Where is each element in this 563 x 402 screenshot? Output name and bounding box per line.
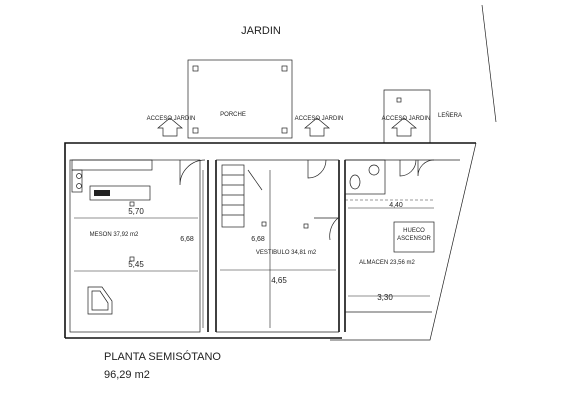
plan-area: 96,29 m2 [104, 369, 150, 381]
dim-label: 5,70 [128, 207, 144, 216]
porche-column [281, 65, 288, 72]
lenera-column [396, 97, 402, 103]
acceso-arrow-icon [391, 117, 417, 137]
washbasin-icon [368, 164, 380, 176]
dim-label: 4,40 [389, 202, 403, 209]
almacen-label: ALMACEN 23,56 m2 [359, 260, 415, 266]
elevator-shaft [393, 221, 435, 253]
garden-label: JARDIN [241, 25, 281, 37]
cooktop-burner [76, 183, 82, 189]
kitchen-island [89, 185, 151, 201]
dim-label: 3,30 [377, 293, 393, 302]
meson-label: MESON 37,92 m2 [90, 232, 139, 238]
acceso-arrow-icon [157, 117, 183, 137]
kitchen-counter [71, 169, 83, 193]
porche-column [192, 127, 199, 134]
right-boundary-line [330, 142, 477, 341]
hueco-label: HUECO [403, 228, 425, 234]
plan-title: PLANTA SEMISÓTANO [104, 350, 221, 363]
dim-label: 6,68 [251, 236, 265, 243]
garden-boundary-line [481, 4, 497, 123]
porche-column [192, 65, 199, 72]
dim-label: 6,68 [180, 236, 194, 243]
door-swing [307, 159, 327, 179]
acceso-label: ACCESO JARDIN [295, 116, 344, 122]
stairs [221, 164, 245, 228]
door-swing [179, 159, 206, 186]
outer-wall [64, 142, 476, 338]
door-swing [399, 159, 417, 177]
porche-outline [187, 59, 293, 139]
toilet-icon [349, 174, 361, 190]
porche-column [281, 127, 288, 134]
sink [94, 190, 110, 196]
fireplace [87, 286, 113, 315]
door-swing [314, 217, 339, 241]
vestibulo-label: VESTIBULO 34,81 m2 [256, 250, 317, 256]
dim-label: 4,65 [271, 276, 287, 285]
lenera-label: LEÑERA [438, 112, 462, 119]
door-swing [417, 159, 435, 177]
hueco-label: ASCENSOR [397, 236, 431, 242]
lenera-outline [383, 89, 431, 143]
acceso-arrow-icon [304, 117, 330, 137]
wc-room [344, 159, 386, 195]
porche-label: PORCHE [220, 112, 246, 118]
acceso-label: ACCESO JARDIN [382, 116, 431, 122]
cooktop-burner [76, 173, 82, 179]
acceso-label: ACCESO JARDIN [147, 116, 196, 122]
kitchen-counter [71, 159, 153, 171]
dim-label: 5,45 [128, 260, 144, 269]
